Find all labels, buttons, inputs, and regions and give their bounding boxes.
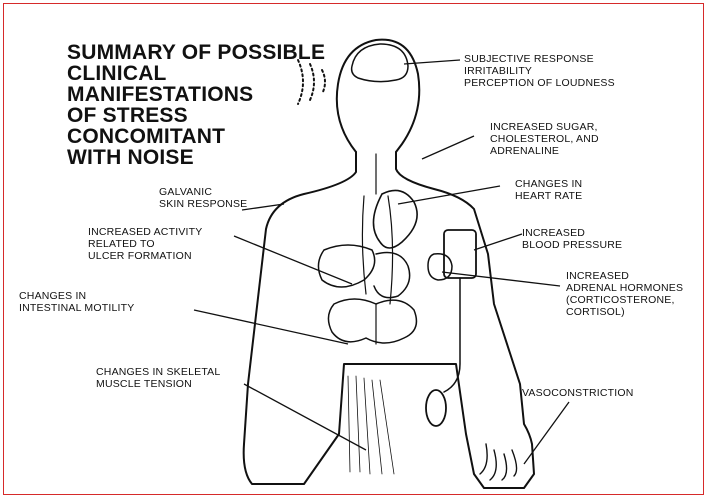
head-outline [337, 40, 419, 152]
label-galvanic-skin-response: GALVANIC SKIN RESPONSE [159, 186, 247, 210]
label-line: CHANGES IN [19, 290, 134, 302]
vessels [362, 154, 392, 344]
leader-vaso [524, 402, 569, 464]
label-blood-pressure: INCREASED BLOOD PRESSURE [522, 227, 622, 251]
label-line: ULCER FORMATION [88, 250, 202, 262]
leader-skeletal [244, 384, 366, 450]
figure-frame: SUMMARY OF POSSIBLE CLINICAL MANIFESTATI… [3, 3, 704, 495]
brain [352, 44, 408, 82]
label-ulcer-formation: INCREASED ACTIVITY RELATED TO ULCER FORM… [88, 226, 202, 262]
title-line: WITH NOISE [67, 147, 325, 168]
label-line: INTESTINAL MOTILITY [19, 302, 134, 314]
title-line: MANIFESTATIONS [67, 84, 325, 105]
label-line: BLOOD PRESSURE [522, 239, 622, 251]
intestines [328, 299, 416, 343]
label-skeletal-muscle-tension: CHANGES IN SKELETAL MUSCLE TENSION [96, 366, 220, 390]
label-line: GALVANIC [159, 186, 247, 198]
label-line: MUSCLE TENSION [96, 378, 220, 390]
label-line: CORTISOL) [566, 306, 683, 318]
figure-title: SUMMARY OF POSSIBLE CLINICAL MANIFESTATI… [67, 42, 325, 168]
label-line: CHOLESTEROL, AND [490, 133, 599, 145]
label-adrenal-hormones: INCREASED ADRENAL HORMONES (CORTICOSTERO… [566, 270, 683, 318]
leader-subjective [404, 60, 460, 64]
title-line: CLINICAL [67, 63, 325, 84]
label-line: VASOCONSTRICTION [522, 387, 634, 399]
liver [318, 245, 374, 287]
label-line: HEART RATE [515, 190, 582, 202]
label-line: INCREASED [522, 227, 622, 239]
leader-bp [474, 234, 522, 250]
leader-intestinal [194, 310, 348, 344]
label-line: SUBJECTIVE RESPONSE [464, 53, 615, 65]
label-intestinal-motility: CHANGES IN INTESTINAL MOTILITY [19, 290, 134, 314]
label-subjective-response: SUBJECTIVE RESPONSE IRRITABILITY PERCEPT… [464, 53, 615, 89]
bp-bulb [426, 390, 446, 426]
heart [373, 190, 417, 248]
label-line: (CORTICOSTERONE, [566, 294, 683, 306]
leader-heart-rate [398, 186, 500, 204]
label-line: CHANGES IN SKELETAL [96, 366, 220, 378]
bp-cuff [444, 230, 476, 278]
label-heart-rate: CHANGES IN HEART RATE [515, 178, 582, 202]
title-line: OF STRESS [67, 105, 325, 126]
label-vasoconstriction: VASOCONSTRICTION [522, 387, 634, 399]
label-line: SKIN RESPONSE [159, 198, 247, 210]
label-line: INCREASED SUGAR, [490, 121, 599, 133]
title-line: CONCOMITANT [67, 126, 325, 147]
leader-ulcer [234, 236, 352, 284]
label-line: ADRENAL HORMONES [566, 282, 683, 294]
leader-sugar [422, 136, 474, 159]
hand [480, 444, 517, 480]
label-line: INCREASED [566, 270, 683, 282]
label-sugar-cholesterol: INCREASED SUGAR, CHOLESTEROL, AND ADRENA… [490, 121, 599, 157]
label-line: ADRENALINE [490, 145, 599, 157]
label-line: CHANGES IN [515, 178, 582, 190]
label-line: IRRITABILITY [464, 65, 615, 77]
leg-muscles [348, 376, 394, 474]
title-line: SUMMARY OF POSSIBLE [67, 42, 325, 63]
kidney [428, 254, 452, 280]
label-line: INCREASED ACTIVITY [88, 226, 202, 238]
label-line: RELATED TO [88, 238, 202, 250]
label-line: PERCEPTION OF LOUDNESS [464, 77, 615, 89]
